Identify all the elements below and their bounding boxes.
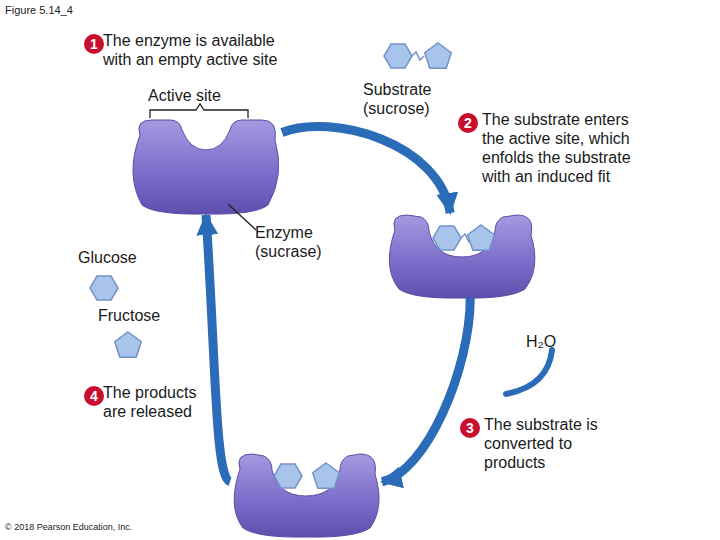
enzyme-product-complex bbox=[234, 454, 379, 537]
product-label: Fructose bbox=[98, 306, 198, 325]
enzyme-substrate-complex bbox=[389, 215, 534, 298]
fructose-molecule bbox=[115, 332, 142, 357]
callout-number: 2 bbox=[458, 113, 478, 133]
product-label: Glucose bbox=[78, 248, 178, 267]
callout-number: 4 bbox=[84, 386, 104, 406]
cycle-arrow bbox=[382, 298, 470, 482]
sucrose-molecule bbox=[384, 43, 451, 68]
enzyme-stage: 2The substrate enters the active site, w… bbox=[385, 213, 540, 298]
copyright-note: © 2018 Pearson Education, Inc. bbox=[5, 522, 305, 533]
enzyme-empty bbox=[133, 120, 279, 214]
glucose-molecule bbox=[90, 276, 118, 300]
reactant-label: H₂O bbox=[526, 332, 586, 351]
step-text: The substrate enters the active site, wh… bbox=[482, 110, 647, 186]
part-label: Active site bbox=[148, 86, 268, 105]
active-site-bracket bbox=[150, 104, 248, 118]
step-text: The enzyme is available with an empty ac… bbox=[103, 31, 303, 69]
enzyme-stage: 1The enzyme is available with an empty a… bbox=[130, 118, 282, 215]
cycle-arrow bbox=[282, 127, 450, 213]
part-label: Substrate (sucrose) bbox=[363, 80, 458, 118]
leader-line bbox=[228, 204, 256, 230]
callout-number: 3 bbox=[460, 418, 480, 438]
step-text: The products are released bbox=[103, 383, 218, 421]
step-text: The substrate is converted to products bbox=[484, 415, 609, 472]
figure-title: Figure 5.14_4 bbox=[5, 4, 305, 17]
cycle-arrow bbox=[206, 215, 230, 482]
callout-number: 1 bbox=[84, 34, 104, 54]
enzyme-stage: 3The substrate is converted to products bbox=[230, 452, 382, 537]
water-input-arrow bbox=[506, 350, 552, 394]
part-label: Enzyme (sucrase) bbox=[255, 223, 335, 261]
